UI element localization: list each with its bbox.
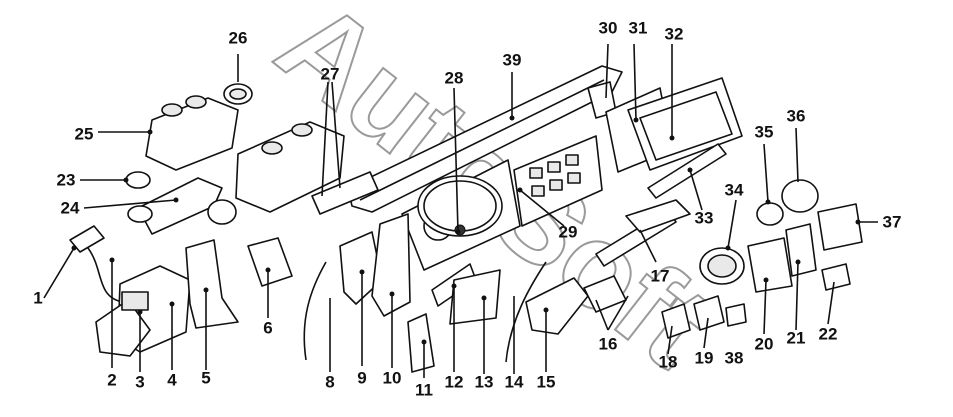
- callout-18: 18: [658, 352, 678, 372]
- bezel-20: [747, 237, 793, 293]
- callout-5: 5: [201, 368, 211, 388]
- callout-35: 35: [754, 122, 774, 142]
- bracket-11: [407, 313, 435, 373]
- switch-panel-buttons: [529, 154, 581, 197]
- switch-38: [725, 303, 747, 327]
- control-unit-27: [311, 171, 379, 215]
- callout-6: 6: [263, 318, 273, 338]
- duct-24: [137, 177, 223, 235]
- sensor-22: [821, 263, 851, 291]
- bezel-21: [785, 223, 817, 277]
- callout-23: 23: [56, 170, 76, 190]
- callout-33: 33: [694, 208, 714, 228]
- leader-lines: [43, 43, 878, 378]
- callout-28: 28: [444, 68, 464, 88]
- callout-24: 24: [60, 198, 80, 218]
- bezel-37: [817, 203, 863, 251]
- bracket-17-arm: [625, 199, 691, 233]
- bracket-9: [339, 231, 383, 305]
- glovebox-32-door: [639, 91, 733, 161]
- callout-11: 11: [415, 380, 433, 400]
- callout-20: 20: [754, 334, 774, 354]
- callout-9: 9: [357, 368, 367, 388]
- switch-19: [693, 295, 725, 331]
- gauge-35: [756, 202, 784, 226]
- bracket-13: [449, 269, 501, 325]
- callout-38: 38: [724, 348, 744, 368]
- blower-wheel: [207, 199, 237, 225]
- blower-motor-3: [121, 291, 149, 311]
- callout-1: 1: [33, 288, 43, 308]
- callout-36: 36: [786, 106, 806, 126]
- callout-26: 26: [228, 28, 248, 48]
- callout-8: 8: [325, 372, 335, 392]
- leader-dots: [71, 115, 861, 345]
- callout-19: 19: [694, 348, 714, 368]
- callout-37: 37: [882, 212, 902, 232]
- callout-3: 3: [135, 372, 145, 392]
- switch-18: [661, 303, 691, 339]
- callout-29: 29: [558, 222, 578, 242]
- callout-27: 27: [320, 64, 340, 84]
- heater-box-25: [145, 97, 239, 171]
- cable-8: [303, 261, 327, 361]
- callout-34: 34: [724, 180, 744, 200]
- grille-6: [247, 237, 293, 287]
- vent-24: [127, 205, 153, 223]
- callout-25: 25: [74, 124, 94, 144]
- callout-12: 12: [444, 372, 464, 392]
- corrugated-hose: [87, 247, 123, 303]
- callout-32: 32: [664, 24, 684, 44]
- gauge-36: [781, 179, 819, 213]
- vent-23: [125, 171, 151, 189]
- callout-4: 4: [167, 370, 177, 390]
- callout-31: 31: [628, 18, 648, 38]
- callout-13: 13: [474, 372, 494, 392]
- callout-10: 10: [382, 368, 402, 388]
- bracket-15: [525, 277, 589, 335]
- callout-21: 21: [786, 328, 806, 348]
- callout-22: 22: [818, 324, 838, 344]
- duct-5: [185, 239, 239, 329]
- callout-30: 30: [598, 18, 618, 38]
- callout-2: 2: [107, 370, 117, 390]
- trim-33: [647, 143, 727, 199]
- callout-17: 17: [650, 266, 670, 286]
- bracket-10: [371, 213, 411, 317]
- callout-15: 15: [536, 372, 556, 392]
- callout-14: 14: [504, 372, 524, 392]
- cable-14: [505, 261, 547, 363]
- callout-39: 39: [502, 50, 522, 70]
- callout-16: 16: [598, 334, 618, 354]
- nozzle-1: [69, 225, 105, 253]
